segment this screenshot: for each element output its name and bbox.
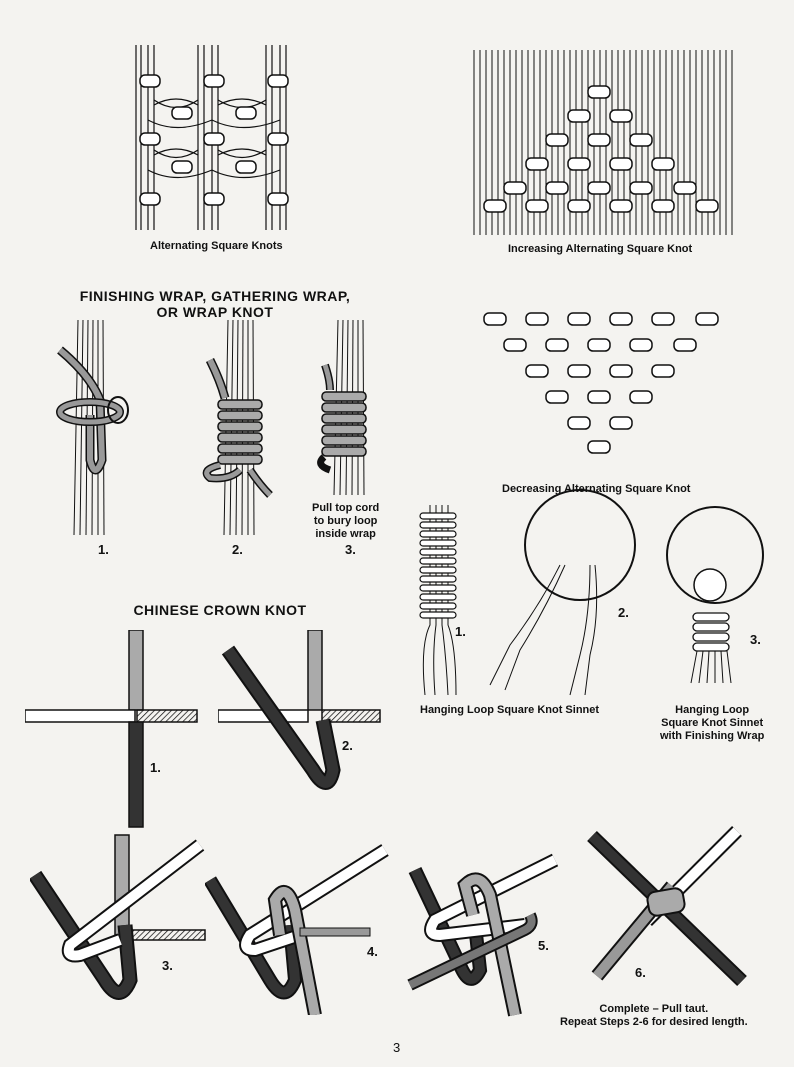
crown-step-6-illustration [582,826,752,996]
crown-step-4-illustration [205,840,395,1015]
heading-wrap-line-2: OR WRAP KNOT [60,304,370,320]
crown-step-3-illustration [30,830,210,1010]
sinnet-step-3-number: 3. [750,632,761,647]
crown-step-3-number: 3. [162,958,173,973]
heading-chinese-crown-knot: CHINESE CROWN KNOT [120,602,320,618]
sinnet-step-2-number: 2. [618,605,629,620]
sinnet-wrap-line-3: with Finishing Wrap [660,730,764,743]
crown-step-2-illustration [218,630,388,810]
caption-hanging-loop-sinnet: Hanging Loop Square Knot Sinnet [420,704,599,716]
note-pull-line-1: Pull top cord [312,502,379,515]
wrap-step-3-number: 3. [345,542,356,557]
wrap-step-2-illustration [200,320,280,540]
heading-wrap-line-1: FINISHING WRAP, GATHERING WRAP, [60,288,370,304]
crown-step-4-number: 4. [367,944,378,959]
wrap-step-3-illustration [310,320,390,495]
crown-step-5-number: 5. [538,938,549,953]
wrap-step-1-number: 1. [98,542,109,557]
caption-complete: Complete – Pull taut. Repeat Steps 2-6 f… [560,1003,748,1029]
increasing-alternating-square-knot-illustration [470,50,740,240]
page-number: 3 [393,1040,400,1055]
note-pull-line-2: to bury loop [312,515,379,528]
note-pull-line-3: inside wrap [312,528,379,541]
hanging-loop-sinnet-illustration [390,485,650,700]
decreasing-alternating-square-knot-illustration [470,285,740,475]
hanging-ring [525,490,635,600]
crown-step-1-illustration [25,630,205,830]
sinnet-wrap-line-2: Square Knot Sinnet [660,717,764,730]
alternating-square-knots-illustration [128,45,298,235]
note-pull-top-cord: Pull top cord to bury loop inside wrap [312,502,379,541]
caption-increasing-alternating-square-knot: Increasing Alternating Square Knot [508,243,692,255]
sinnet-step-1-number: 1. [455,624,466,639]
crown-step-5-illustration [405,845,565,1020]
caption-alternating-square-knots: Alternating Square Knots [150,240,283,252]
crown-step-2-number: 2. [342,738,353,753]
sinnet-wrap-line-1: Hanging Loop [660,704,764,717]
crown-step-1-number: 1. [150,760,161,775]
hanging-loop-finishing-wrap-illustration [655,505,785,685]
wrap-step-1-illustration [50,320,135,540]
crown-step-6-number: 6. [635,965,646,980]
complete-line-1: Complete – Pull taut. [560,1003,748,1016]
wrap-step-2-number: 2. [232,542,243,557]
caption-hanging-loop-sinnet-wrap: Hanging Loop Square Knot Sinnet with Fin… [660,704,764,743]
heading-finishing-wrap: FINISHING WRAP, GATHERING WRAP, OR WRAP … [60,288,370,320]
complete-line-2: Repeat Steps 2-6 for desired length. [560,1016,748,1029]
